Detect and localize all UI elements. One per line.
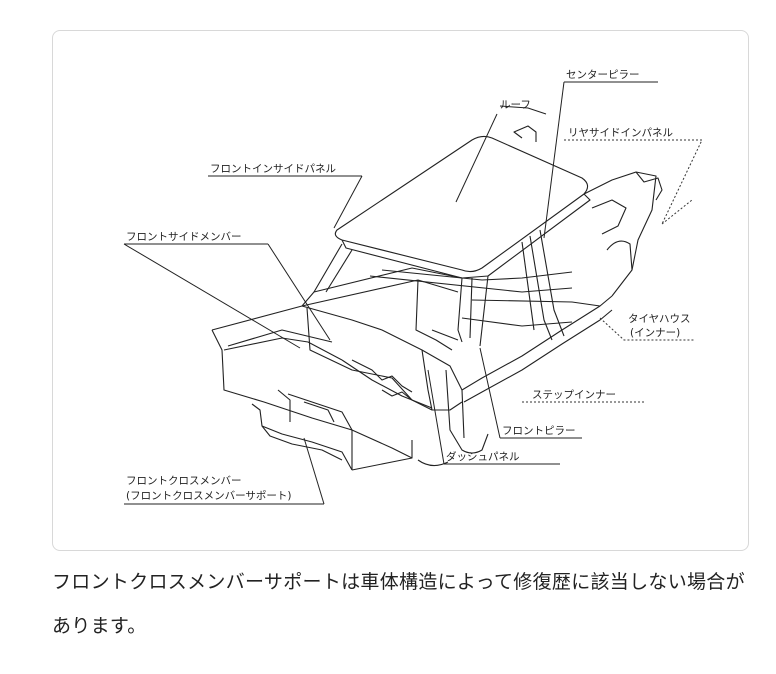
dotted-leaders — [522, 139, 703, 403]
label-rear-side-inner-panel: リヤサイドインパネル — [568, 127, 673, 139]
car-body-drawing — [211, 125, 663, 471]
label-front-cross-member-support: (フロントクロスメンバーサポート) — [126, 490, 291, 502]
label-front-cross-member: フロントクロスメンバー — [126, 475, 242, 487]
label-roof: ルーフ — [500, 99, 531, 111]
diagram-frame — [52, 30, 749, 551]
roof-panel — [334, 135, 589, 273]
caption-text: フロントクロスメンバーサポートは車体構造によって修復歴に該当しない場合があります… — [52, 571, 745, 637]
label-tire-house-inner: (インナー) — [630, 327, 680, 339]
label-front-side-member: フロントサイドメンバー — [126, 231, 242, 243]
label-dash-panel: ダッシュパネル — [446, 450, 520, 463]
label-tire-house: タイヤハウス — [628, 313, 690, 325]
car-body-diagram: ルーフ センターピラー リヤサイドインパネル フロントインサイドパネル フロント… — [123, 69, 703, 505]
label-front-pillar: フロントピラー — [502, 425, 576, 437]
label-front-inside-panel: フロントインサイドパネル — [210, 163, 336, 175]
label-step-inner: ステップインナー — [532, 389, 616, 401]
label-center-pillar: センターピラー — [566, 69, 640, 81]
leader-lines — [123, 81, 658, 505]
